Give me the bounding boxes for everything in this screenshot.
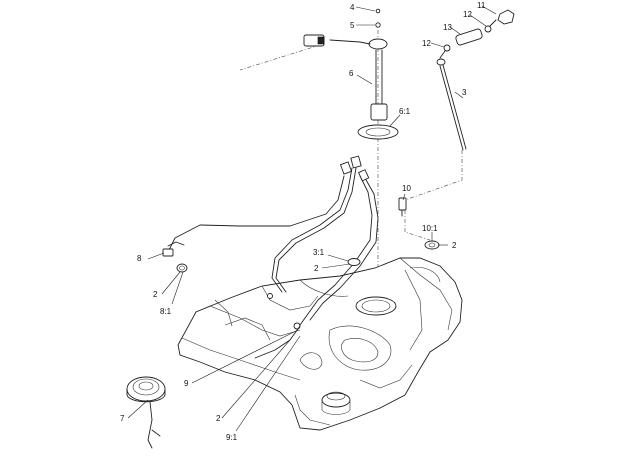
callout-12-top: 12 [463, 10, 472, 19]
callout-7: 7 [120, 414, 125, 423]
part-3-1-grommet [347, 258, 361, 266]
callout-3-1: 3:1 [313, 248, 325, 257]
part-8-hose-connector [162, 241, 185, 257]
part-7-fuel-cap [126, 376, 166, 449]
callout-8: 8 [137, 254, 142, 263]
callout-11: 11 [477, 1, 486, 10]
callout-10: 10 [402, 184, 411, 193]
callout-9-1: 9:1 [226, 433, 238, 442]
callout-4: 4 [350, 3, 355, 12]
part-3-tube [436, 58, 467, 151]
callout-2-bottom: 2 [216, 414, 221, 423]
part-2-grommet-left [176, 263, 188, 273]
alignment-lines [239, 30, 463, 300]
callout-2-right: 2 [452, 241, 457, 250]
callout-10-1: 10:1 [422, 224, 438, 233]
callout-5: 5 [350, 21, 355, 30]
callout-3: 3 [462, 88, 467, 97]
fuel-tank [177, 257, 463, 431]
part-10-clip [398, 197, 407, 217]
part-11-12-13-vent-assembly [439, 9, 515, 59]
callout-13: 13 [443, 23, 452, 32]
callout-2-left: 2 [153, 290, 158, 299]
callout-2-mid: 2 [314, 264, 319, 273]
part-6-1-gasket-ring [357, 124, 399, 140]
leader-lines [127, 5, 497, 432]
callout-6: 6 [349, 69, 354, 78]
callout-12: 12 [422, 39, 431, 48]
callout-6-1: 6:1 [399, 107, 411, 116]
part-10-1-grommet [424, 240, 440, 250]
fuel-lines [167, 155, 379, 359]
callout-9: 9 [184, 379, 189, 388]
callout-labels: 11 4 12 5 13 12 6 3 6:1 10 10:1 2 3:1 2 … [120, 1, 486, 442]
part-6-sender-unit [303, 8, 388, 121]
callout-8-1: 8:1 [160, 307, 172, 316]
